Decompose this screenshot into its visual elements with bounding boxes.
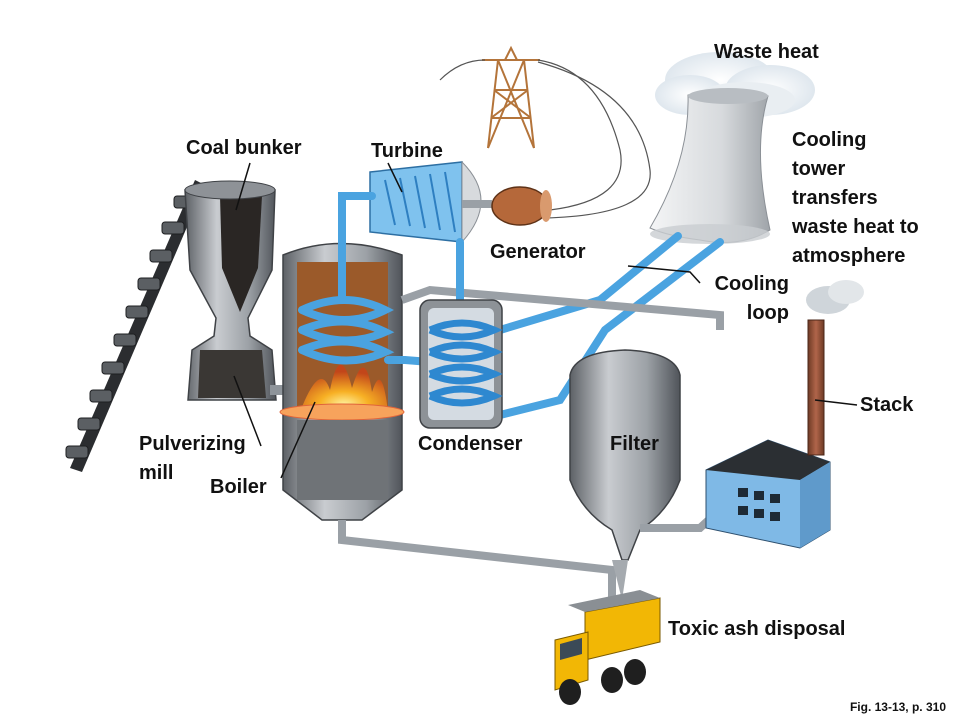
label-cooling-tower-line-3: transfers: [792, 187, 878, 209]
label-cooling-tower-line-5: atmosphere: [792, 245, 906, 267]
label-waste-heat: Waste heat: [714, 41, 819, 63]
label-cooling-tower-line-1: Cooling: [792, 129, 867, 151]
power-lines: [439, 59, 651, 219]
flue-gas-pipe: [400, 285, 724, 330]
label-pulverizing-mill-line-1: Pulverizing: [139, 433, 246, 455]
transmission-tower: [482, 45, 540, 149]
label-cooling-tower-line-4: waste heat to: [792, 216, 919, 238]
smokestack: [806, 280, 864, 456]
label-cooling-loop: Cooling loop: [715, 270, 789, 328]
filter: [569, 349, 681, 600]
label-filter: Filter: [610, 433, 659, 455]
generator: [462, 186, 552, 226]
label-generator: Generator: [490, 241, 586, 263]
label-pulverizing-mill: Pulverizing mill: [139, 430, 246, 488]
leader-lines: [233, 162, 858, 479]
dump-truck: [554, 590, 661, 705]
condenser: [419, 299, 503, 429]
label-cooling-tower: Cooling tower transfers waste heat to at…: [792, 126, 919, 271]
label-boiler: Boiler: [210, 476, 267, 498]
label-condenser: Condenser: [418, 433, 523, 455]
label-turbine: Turbine: [371, 140, 443, 162]
boiler-ash-pipe: [338, 520, 616, 600]
label-coal-bunker: Coal bunker: [186, 137, 302, 159]
label-cooling-loop-line-1: Cooling: [714, 273, 789, 295]
label-cooling-loop-line-2: loop: [746, 302, 789, 324]
conveyor-belt: [65, 180, 205, 472]
label-toxic-ash-disposal: Toxic ash disposal: [668, 618, 846, 640]
label-cooling-tower-line-2: tower: [792, 158, 846, 180]
label-pulverizing-mill-line-2: mill: [139, 462, 174, 484]
label-stack: Stack: [860, 394, 914, 416]
coal-bunker: [184, 180, 277, 401]
figure-caption: Fig. 13-13, p. 310: [849, 700, 946, 714]
cooling-tower: [649, 88, 771, 244]
factory-building: [705, 439, 831, 549]
